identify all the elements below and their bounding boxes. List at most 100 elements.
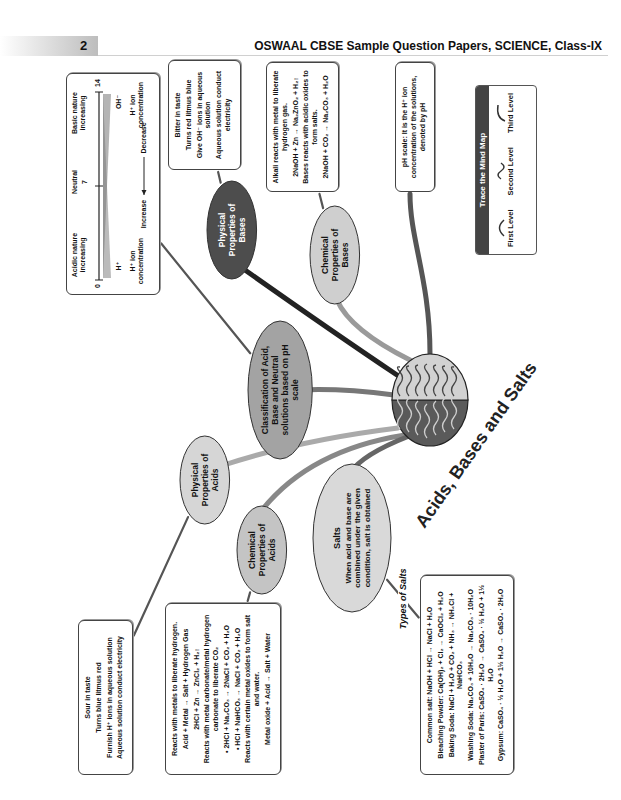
legend-text: Third Level: [506, 93, 515, 133]
info-box: Reacts with metals to liberate hydrogen.…: [165, 603, 281, 775]
oval-fill: [310, 206, 360, 304]
branch-oval: Physical Properties of Acids: [179, 435, 231, 525]
page-number: 2: [80, 38, 87, 53]
scale-tick: [95, 280, 103, 281]
box-text: Bitter in taste: [174, 67, 183, 163]
scale-label: H⁺ ion concentration: [129, 75, 145, 135]
scale-label: Increase: [140, 198, 148, 230]
box-text: Baking Soda: NaCl + H₂O + CO₂ + NH₃ → NH…: [448, 582, 466, 768]
running-header: OSWAAL CBSE Sample Question Papers, SCIE…: [230, 39, 602, 53]
box-text: Gypsum: CaSO₄ · ½ H₂O + 1½ H₂O → CaSO₄ ·…: [497, 582, 506, 768]
oval-text: SaltsWhen acid and base are combined und…: [332, 483, 373, 594]
branch-line: [300, 390, 394, 395]
scale-label: 0: [94, 281, 102, 291]
box-text: • 2HCl + Na₂CO₃ → 2NaCl + CO₂ + H₂O: [223, 610, 232, 768]
legend-item: First Level: [495, 209, 515, 247]
brain-fold: [398, 395, 403, 429]
legend-text: First Level: [506, 209, 515, 247]
box-text: Sour in taste: [84, 627, 93, 768]
brain-fold: [443, 398, 448, 432]
oval-label: Physical Properties of Acids: [190, 447, 221, 514]
branch-line: [337, 300, 410, 360]
scale-label: 14: [94, 76, 102, 90]
branch-oval: Physical Properties of Bases: [206, 180, 258, 280]
brain-fold: [434, 401, 439, 435]
box-text: Aqueous solution conduct electricity: [116, 627, 125, 768]
scale-label: H⁺ ion concentration: [129, 231, 145, 291]
brain-fold: [452, 395, 457, 429]
ph-scale-box: Acidic nature increasing Neutral7 Basic na…: [66, 73, 160, 295]
legend-text: Second Level: [506, 147, 515, 195]
trend-arrow: [144, 157, 145, 195]
legend-box: Trace the Mind Map First LevelSecond Lev…: [475, 85, 537, 255]
oval-label: Chemical Properties of Acids: [247, 517, 278, 584]
oval-text: Chemical Properties of Acids: [247, 517, 278, 584]
connector: [218, 172, 221, 183]
branch-line: [410, 194, 430, 354]
legend-sample: [495, 162, 506, 180]
oval-fill: [180, 436, 230, 524]
box-text: pH scale: It is the H⁺ ion concentration…: [401, 69, 427, 185]
brain-fold: [425, 364, 430, 396]
info-box: Alkali reacts with metal to liberate hyd…: [266, 62, 339, 192]
scale-label: Basic nature increasing: [71, 82, 87, 144]
box-text: Furnish H⁺ ions in aqueous solution: [106, 627, 115, 768]
box-text: Bases reacts with acidic oxides to form …: [302, 69, 320, 185]
scale-label: 7: [81, 162, 89, 202]
box-text: Give OH⁻ ions in aqueous solution: [196, 67, 214, 163]
legend-curve: [498, 163, 504, 179]
brain-fold: [407, 366, 412, 396]
box-text: Aqueous solution conduct electricity: [215, 67, 233, 163]
scale-label: Neutral: [71, 162, 79, 202]
brain-fold: [416, 365, 421, 396]
oval-fill: [237, 506, 287, 594]
branch-oval: Classification of Acid, Base and Neutral…: [247, 320, 313, 460]
branch-oval: Chemical Properties of Acids: [236, 505, 288, 595]
info-box: Sour in tasteTurns blue litmus redFurnis…: [78, 620, 133, 775]
legend-sample: [495, 219, 506, 237]
edge-label: Types of Salts: [398, 566, 408, 631]
scale-tick: [95, 92, 103, 93]
salt-types-box: Common salt: NaOH + HCl → NaCl + H₂OBlea…: [420, 575, 514, 775]
oval-fill: [313, 464, 391, 612]
scale-wedge: [103, 94, 111, 278]
header-rule: [98, 55, 608, 56]
legend-item: Third Level: [495, 93, 515, 133]
box-text: Reacts with metals to liberate hydrogen.: [171, 610, 180, 768]
box-text: Turns blue litmus red: [95, 627, 104, 768]
legend-curve: [498, 105, 505, 121]
connector: [319, 194, 323, 208]
info-box: Bitter in tasteTurns red litmus blueGive…: [168, 60, 241, 170]
oval-fill: [248, 321, 312, 459]
oval-label: Classification of Acid, Base and Neutral…: [260, 338, 301, 442]
legend-item: Second Level: [495, 147, 515, 195]
brain-fold: [443, 366, 448, 396]
box-text: 2NaOH + Zn → Na₂ZnO₂ + H₂↑: [292, 69, 301, 185]
brain-fold: [452, 367, 457, 396]
brain-folds: [398, 364, 457, 438]
legend-row: First Level Second Level Third Level: [489, 86, 515, 254]
branch-line: [224, 428, 398, 465]
box-text: Washing Soda: Na₂CO₃ + 10H₂O → Na₂CO₃ · …: [467, 582, 476, 768]
branch-oval: Chemical Properties of Bases: [309, 205, 361, 305]
oval-text: Physical Properties of Acids: [190, 447, 221, 514]
box-text: Bleaching Powder: Ca(OH)₂ + Cl₂ → CaOCl₂…: [437, 582, 446, 768]
scale-wedge: [103, 94, 111, 278]
brain-fold: [416, 401, 421, 435]
scale-tick: [95, 186, 103, 187]
box-text: Acid + Metal → Salt + Hydrogen Gas: [182, 610, 191, 768]
oval-text: Classification of Acid, Base and Neutral…: [260, 338, 301, 442]
legend-curve: [500, 220, 505, 236]
oval-fill: [207, 181, 257, 279]
brain-left: [392, 400, 468, 446]
connector: [248, 592, 250, 601]
oval-label: Salts: [332, 483, 343, 594]
box-text: Plaster of Paris: CaSO₄ · 2H₂O → CaSO₄ ·…: [478, 582, 496, 768]
brain-illustration: [392, 354, 468, 446]
brain-right: [392, 354, 468, 400]
scale-label: Acidic nature increasing: [71, 224, 87, 286]
brain-fold: [407, 398, 412, 432]
scale-label: OH⁻: [115, 92, 123, 112]
box-text: 2HCl + Zn → ZnCl₂ + H₂↑: [193, 610, 202, 768]
oval-text: Physical Properties of Bases: [217, 193, 248, 267]
